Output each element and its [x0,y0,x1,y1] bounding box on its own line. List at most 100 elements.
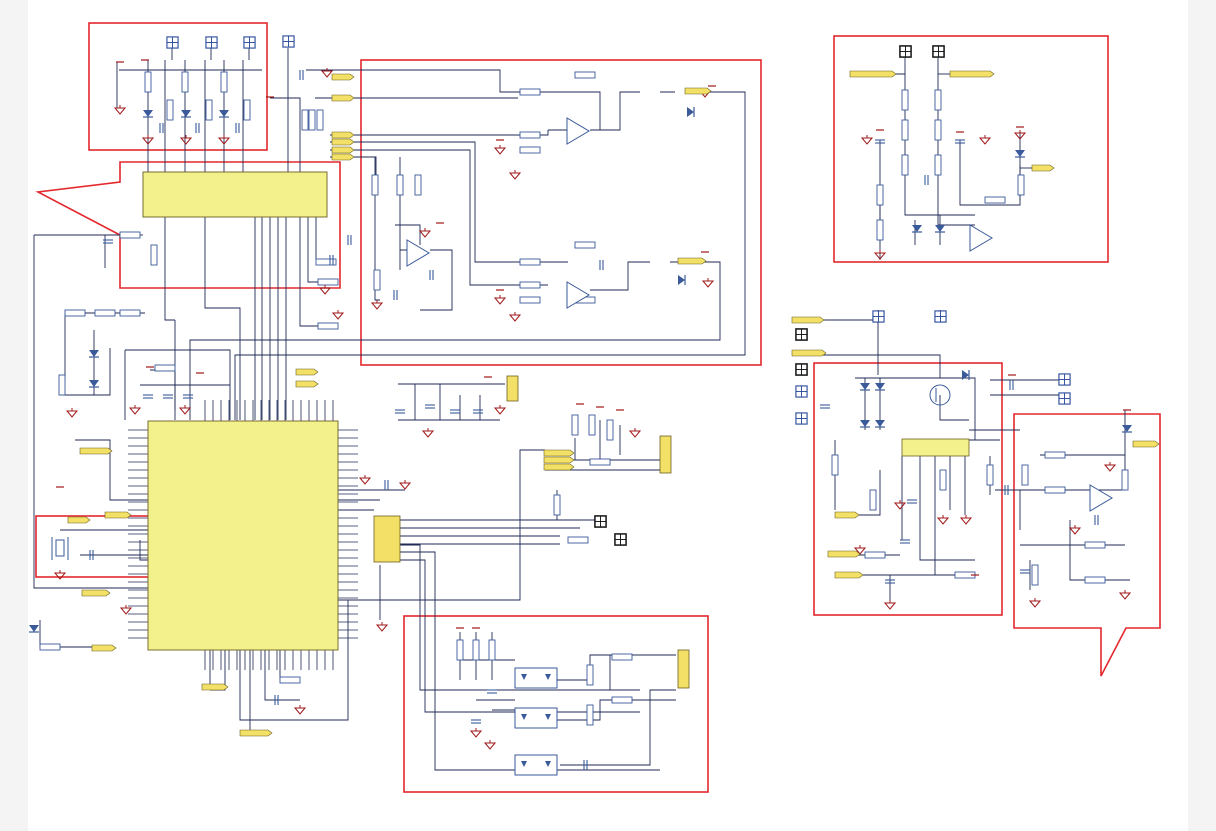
capacitor-icon [924,175,929,185]
capacitor-icon [900,539,910,544]
capacitor-icon [163,394,173,399]
ground-icon [861,135,873,145]
ground-icon [1029,598,1041,608]
resistor-icon [519,258,541,266]
resistor-icon [396,174,404,196]
ground-icon [332,310,344,320]
op-amp-icon [406,239,430,267]
resistor-icon [589,458,611,466]
net-label-icon [295,368,319,376]
net-label-icon [295,380,319,388]
ground-icon [419,228,431,238]
resistor-icon [472,639,480,661]
resistor-icon [414,174,422,196]
test-point-icon [166,36,179,49]
resistor-icon [1017,174,1025,196]
capacitor-icon [885,579,895,584]
net-label-icon [543,456,575,464]
net-label-icon [79,447,113,455]
resistor-icon [1044,486,1066,494]
connector-callout-box [35,161,341,289]
capacitor-icon [429,270,434,280]
capacitor-icon [875,139,885,144]
capacitor-icon [1020,569,1030,574]
op-amp-icon [969,224,993,252]
resistor-icon [317,322,339,330]
net-label-icon [331,94,355,102]
resistor-icon [205,99,213,121]
ground-icon [114,105,126,115]
resistor-icon [166,99,174,121]
capacitor-icon [159,123,164,133]
capacitor-icon [487,689,497,694]
resistor-icon [934,119,942,141]
chip-pins [128,400,358,670]
resistor-icon [308,109,316,131]
net-label-icon [239,729,273,737]
ground-icon [321,68,333,78]
resistor-icon [373,269,381,291]
resistor-icon [119,231,141,239]
ground-icon [129,405,141,415]
ground-icon [509,170,521,180]
input-divider-box [88,22,268,151]
capacitor-icon [384,480,389,490]
capacitor-icon [583,760,588,770]
resistor-icon [984,196,1006,204]
test-point-icon [795,412,808,425]
capacitor-icon [425,404,435,409]
resistor-icon [39,643,61,651]
component-layer [29,35,1160,776]
resistor-icon [1121,469,1129,491]
ground-icon [884,600,896,610]
ground-icon [1119,590,1131,600]
capacitor-icon [955,139,965,144]
net-label-icon [849,70,897,78]
resistor-icon [986,464,994,486]
resistor-icon [488,639,496,661]
resistor-icon [901,119,909,141]
resistor-icon [154,364,176,372]
net-label-icon [791,316,825,324]
net-label-icon [543,449,575,457]
connector-chip [142,171,328,218]
capacitor-icon [1009,380,1014,390]
test-point-icon [594,515,607,528]
resistor-icon [220,71,228,93]
test-point-icon [282,35,295,48]
resistor-icon [876,219,884,241]
resistor-icon [939,469,947,491]
resistor-icon [864,551,886,559]
ground-icon [629,428,641,438]
capacitor-icon [395,409,405,414]
resistor-icon [934,89,942,111]
ground-icon [66,408,78,418]
capacitor-icon [393,290,398,300]
diode-icon [1122,425,1132,433]
diode-icon [962,370,970,380]
resistor-icon [876,184,884,206]
power-header [506,375,519,402]
resistor-icon [1021,464,1029,486]
ground-icon [494,145,506,155]
resistor-icon [567,536,589,544]
wire-layer [33,48,1130,771]
ground-icon [484,740,496,750]
net-label-icon [67,516,91,524]
resistor-icon [301,109,309,131]
optocoupler-icon [514,667,558,689]
ground-icon [294,705,306,715]
capacitor-icon [195,123,200,133]
resistor-icon [456,639,464,661]
net-label-icon [331,138,355,146]
transistor-icon [929,384,951,406]
diode-icon [860,383,870,391]
ground-icon [937,515,949,525]
capacitor-icon [347,235,352,245]
resistor-icon [519,88,541,96]
optocoupler-icon [514,707,558,729]
right-top-circuit-box [833,35,1109,263]
diode-icon [875,420,885,428]
capacitor-icon [299,70,304,80]
